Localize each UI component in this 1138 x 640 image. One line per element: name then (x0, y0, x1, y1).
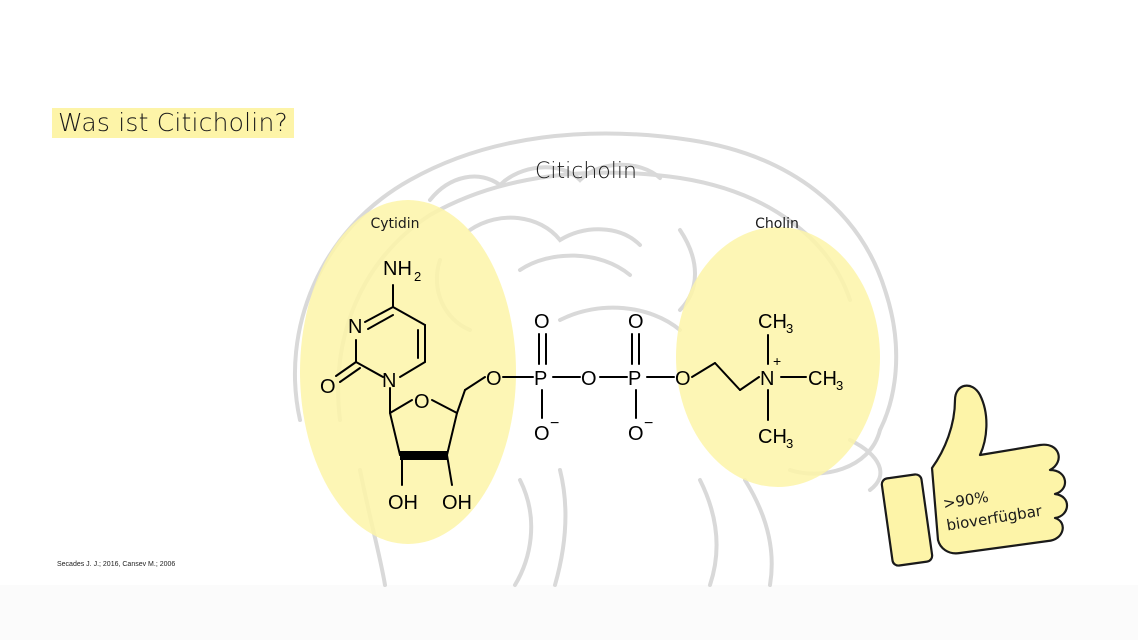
cholin-label: Cholin (755, 216, 799, 232)
atom-o-carbonyl: O (320, 376, 336, 398)
charge-minus-1: − (550, 415, 559, 432)
slide-title: Was ist Citicholin? (58, 108, 288, 137)
atom-ch3-bottom-sub: 3 (786, 436, 793, 451)
thumbs-up-icon (880, 384, 1069, 567)
citation: Secades J. J.; 2016, Cansev M.; 2006 (57, 561, 176, 568)
atom-o-p1-bottom: O (534, 423, 550, 445)
atom-nh2-sub: 2 (414, 269, 421, 284)
atom-ch3-top: CH (758, 311, 787, 333)
molecule-atoms: NH 2 N N O O OH OH O P O O − O P O O − O… (320, 258, 843, 514)
charge-minus-2: − (644, 415, 653, 432)
atom-ch3-right: CH (808, 368, 837, 390)
atom-oh-right: OH (442, 492, 472, 514)
cholin-highlight (676, 227, 880, 487)
slide-title-highlight: Was ist Citicholin? (52, 108, 294, 138)
molecule-bonds (335, 284, 807, 486)
charge-plus: + (773, 353, 781, 369)
atom-n-top: N (348, 316, 362, 338)
atom-n-bottom: N (382, 370, 396, 392)
diagram-heading: Citicholin (535, 159, 637, 184)
footer-band (0, 585, 1138, 640)
atom-oh-left: OH (388, 492, 418, 514)
cytidin-label: Cytidin (370, 216, 419, 232)
atom-o-p1-top: O (534, 311, 550, 333)
atom-p2: P (628, 368, 641, 390)
atom-o-bridge: O (581, 368, 597, 390)
atom-ch3-right-sub: 3 (836, 378, 843, 393)
atom-ch3-top-sub: 3 (786, 321, 793, 336)
atom-ch3-bottom: CH (758, 426, 787, 448)
atom-o-ring: O (414, 391, 430, 413)
atom-o-link2: O (675, 368, 691, 390)
atom-o-link1: O (486, 368, 502, 390)
atom-nh2: NH (383, 258, 412, 280)
sugar-wedge (400, 451, 447, 460)
atom-p1: P (534, 368, 547, 390)
atom-o-p2-bottom: O (628, 423, 644, 445)
atom-n-plus: N (760, 368, 774, 390)
atom-o-p2-top: O (628, 311, 644, 333)
